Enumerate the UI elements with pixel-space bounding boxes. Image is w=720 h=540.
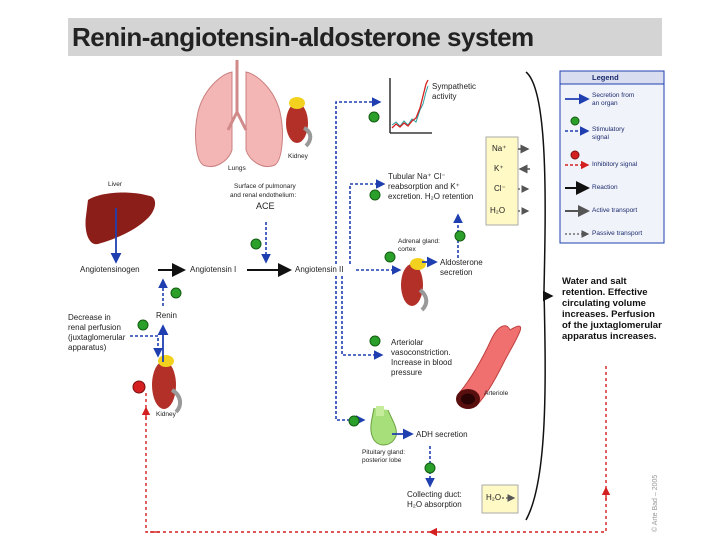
- copyright-text: © Arte Bad – 2005: [652, 474, 659, 532]
- stimulus-line1: Decrease in: [68, 313, 111, 322]
- title-bar: Renin-angiotensin-aldosterone system: [68, 18, 662, 56]
- legend-item-2-line1: Stimulatory: [592, 126, 625, 133]
- arteriolar-line3: Increase in blood: [391, 358, 452, 367]
- ion-h2o: H₂O: [490, 206, 506, 215]
- legend-title: Legend: [592, 73, 619, 82]
- arteriolar-line4: pressure: [391, 368, 423, 377]
- lungs-icon: [195, 60, 283, 167]
- sympathetic-line2: activity: [432, 92, 457, 101]
- ion-h2o-duct: H₂O: [486, 493, 502, 502]
- tubular-line1: Tubular Na⁺ Cl⁻: [388, 172, 446, 181]
- ion-na: Na⁺: [492, 144, 507, 153]
- stimulus-line3: (juxtaglomerular: [68, 333, 126, 342]
- legend-item-2-line2: signal: [592, 134, 609, 141]
- legend-item-1-line2: an organ: [592, 100, 618, 107]
- adh-label: ADH secretion: [416, 430, 468, 439]
- ace-note-line1: Surface of pulmonary: [234, 183, 296, 190]
- page-title: Renin-angiotensin-aldosterone system: [72, 22, 534, 52]
- kidney-bottom-icon: [152, 355, 183, 414]
- aldosterone-line1: Aldosterone: [440, 258, 483, 267]
- arteriolar-line1: Arteriolar: [391, 338, 424, 347]
- ion-k: K⁺: [494, 164, 504, 173]
- outcome-line5: of the juxtaglomerular: [562, 320, 662, 331]
- stimulatory-signals: [137, 111, 466, 474]
- angiotensinogen-label: Angiotensinogen: [80, 265, 140, 274]
- sympathetic-graph: [389, 78, 432, 134]
- ace-label: ACE: [256, 201, 275, 211]
- outcome-line4: increases. Perfusion: [562, 309, 655, 320]
- kidney-bottom-label: Kidney: [156, 411, 176, 418]
- collecting-line2: H₂O absorption: [407, 500, 462, 509]
- outcome-line6: apparatus increases.: [562, 331, 657, 342]
- feedback-loop: [145, 366, 607, 533]
- ion-box: [485, 136, 519, 226]
- inhibitory-signal: [132, 380, 146, 394]
- arteriolar-line2: vasoconstriction.: [391, 348, 451, 357]
- ion-cl: Cl⁻: [494, 184, 506, 193]
- outcome-line3: circulating volume: [562, 298, 646, 309]
- adrenal-line2: cortex: [398, 246, 416, 253]
- pituitary-line2: posterior lobe: [362, 457, 402, 464]
- adrenal-kidney-icon: [401, 258, 429, 312]
- liver-label: Liver: [108, 181, 123, 188]
- arteriole-icon: [456, 325, 521, 409]
- aldosterone-line2: secretion: [440, 268, 473, 277]
- legend-item-1-line1: Secretion from: [592, 92, 635, 99]
- liver-icon: [85, 192, 156, 245]
- legend-box: [559, 70, 665, 244]
- tubular-line2: reabsorption and K⁺: [388, 182, 460, 191]
- kidney-top-icon: [286, 97, 313, 148]
- pituitary-icon: [370, 406, 397, 446]
- legend-item-6: Passive transport: [592, 230, 643, 237]
- renin-label: Renin: [156, 311, 177, 320]
- sympathetic-line1: Sympathetic: [432, 82, 477, 91]
- legend-item-5: Active transport: [592, 207, 638, 214]
- angiotensin2-label: Angiotensin II: [295, 265, 344, 274]
- outcome-line2: retention. Effective: [562, 287, 648, 298]
- kidney-top-label: Kidney: [288, 153, 308, 160]
- tubular-line3: excretion. H₂O retention: [388, 192, 474, 201]
- stimulus-line4: apparatus): [68, 343, 107, 352]
- lungs-label: Lungs: [228, 165, 246, 172]
- ace-note-line2: and renal endothelium:: [230, 192, 297, 199]
- summary-bracket: [525, 71, 546, 521]
- collecting-line1: Collecting duct:: [407, 490, 462, 499]
- adrenal-line1: Adrenal gland:: [398, 238, 440, 245]
- legend-item-4: Reaction: [592, 184, 618, 191]
- outcome-line1: Water and salt: [562, 276, 627, 287]
- legend-item-3: Inhibitory signal: [592, 161, 638, 168]
- pituitary-line1: Pituitary gland:: [362, 449, 405, 456]
- arteriole-label: Arteriole: [484, 390, 509, 397]
- angiotensin1-label: Angiotensin I: [190, 265, 237, 274]
- stimulus-line2: renal perfusion: [68, 323, 121, 332]
